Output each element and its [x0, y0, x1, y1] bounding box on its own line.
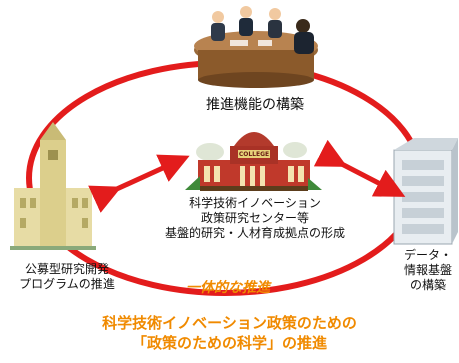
college-sign: COLLEGE [239, 151, 269, 158]
left-link-arrow [88, 154, 190, 213]
title-line-2: 「政策のための科学」の推進 [131, 334, 327, 352]
server-rack-icon [393, 138, 458, 245]
right-label-line-1: データ・ [403, 248, 452, 262]
meeting-table-icon [194, 6, 318, 88]
right-link-arrow [313, 139, 406, 197]
university-tower-icon [10, 122, 96, 250]
right-node-label: データ・ 情報基盤 の構築 [398, 248, 458, 293]
center-node-label: 科学技術イノベーション 政策研究センター等 基盤的研究・人材育成拠点の形成 [150, 196, 360, 241]
center-label-line-1: 科学技術イノベーション [189, 196, 321, 210]
top-node-label: 推進機能の構築 [206, 97, 304, 113]
left-label-line-1: 公募型研究開発 [24, 262, 109, 276]
college-building-icon [185, 132, 322, 191]
center-label-line-2: 政策研究センター等 [200, 211, 309, 225]
left-label-line-2: プログラムの推進 [19, 277, 115, 291]
center-label-line-3: 基盤的研究・人材育成拠点の形成 [164, 226, 345, 240]
right-label-line-3: の構築 [409, 278, 446, 292]
diagram-title: 科学技術イノベーション政策のための 「政策のための科学」の推進 [0, 313, 459, 353]
left-node-label: 公募型研究開発 プログラムの推進 [8, 262, 126, 292]
right-label-line-2: 情報基盤 [403, 263, 452, 277]
title-line-1: 科学技術イノベーション政策のための [102, 314, 357, 332]
unified-promotion-label: 一体的な推進 [186, 280, 270, 296]
